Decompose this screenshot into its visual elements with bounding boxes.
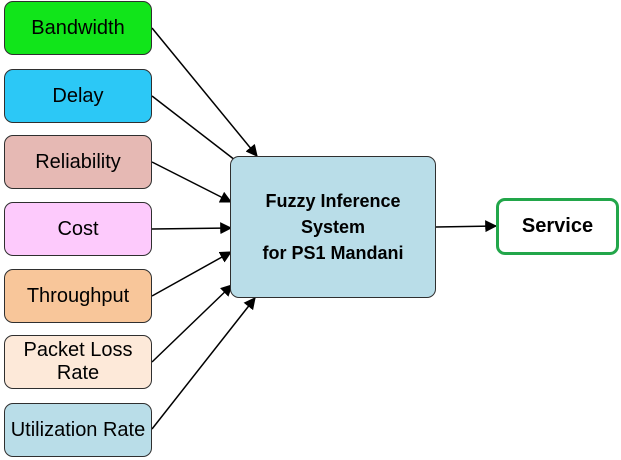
fuzzy-inference-system-box: Fuzzy Inference System for PS1 Mandani <box>230 156 436 298</box>
input-delay: Delay <box>4 69 152 123</box>
input-reliability: Reliability <box>4 135 152 189</box>
arrow-delay <box>151 95 245 168</box>
input-cost: Cost <box>4 202 152 256</box>
arrow-service <box>435 220 498 233</box>
arrow-reliability <box>151 161 233 203</box>
arrow-utilization <box>151 297 256 430</box>
input-bandwidth: Bandwidth <box>4 1 152 55</box>
output-service: Service <box>496 198 619 255</box>
arrow-packet-loss <box>151 284 233 363</box>
input-packet-loss-rate: Packet Loss Rate <box>4 335 152 389</box>
arrow-cost <box>151 222 233 235</box>
input-throughput: Throughput <box>4 269 152 323</box>
fis-title-line1: Fuzzy Inference System <box>265 190 401 237</box>
fis-title-line2: for PS1 Mandani <box>262 243 404 264</box>
input-utilization-rate: Utilization Rate <box>4 403 152 457</box>
arrow-bandwidth <box>151 27 258 157</box>
arrow-throughput <box>151 251 233 297</box>
